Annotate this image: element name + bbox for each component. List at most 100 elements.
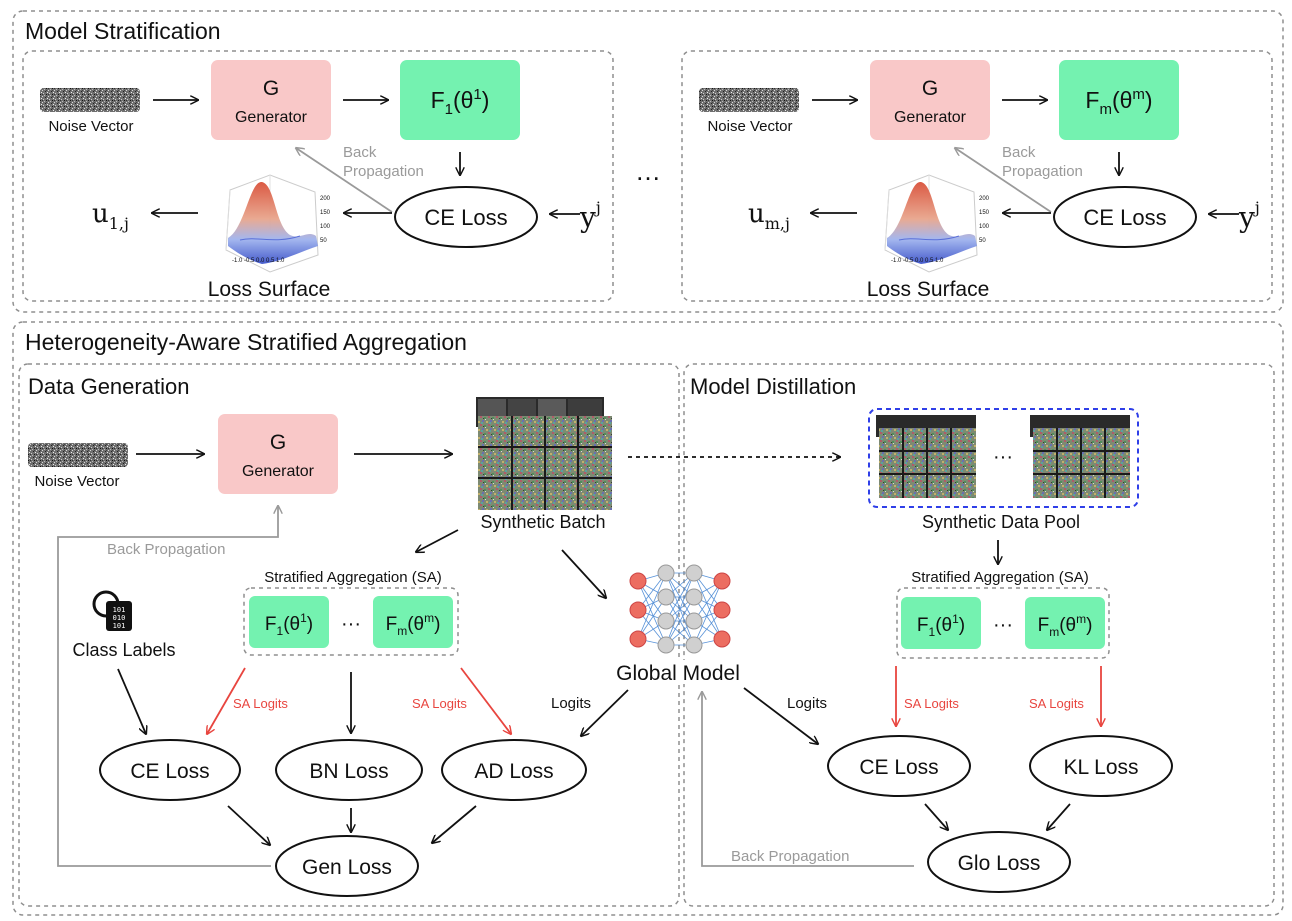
glo-loss-label: Glo Loss (958, 852, 1041, 875)
client-model-label: F1(θ1) (431, 86, 490, 118)
noise-vector-label: Noise Vector (34, 473, 119, 490)
generator-label: Generator (242, 463, 315, 480)
svg-text:010: 010 (113, 614, 126, 622)
data-generation-panel (18, 363, 680, 907)
generator-box (870, 60, 990, 140)
noise-vector-label: Noise Vector (707, 118, 792, 135)
ce-loss-node (394, 186, 538, 248)
model-distillation-title: Model Distillation (690, 374, 856, 399)
back-propagation-label: Back Propagation (107, 541, 225, 558)
pool-batch-image (1030, 415, 1130, 498)
arrow (227, 805, 270, 845)
svg-text:-1.0 -0.5 0.0 0.5 1.0: -1.0 -0.5 0.0 0.5 1.0 (232, 258, 285, 264)
loss-surface-plot: 200 150 100 50 -1.0 -0.5 0.0 0.5 1.0 (884, 174, 990, 273)
back-propagation-path (57, 506, 278, 867)
ce-loss-label: CE Loss (130, 760, 209, 783)
generator-label: Generator (235, 109, 308, 126)
label-u: um,j (748, 199, 790, 233)
ce-loss-node (1053, 186, 1197, 248)
client-model-box (1059, 60, 1179, 140)
aggregation-panel (12, 321, 1284, 916)
clients-ellipsis: … (635, 156, 661, 186)
ce-loss-label: CE Loss (1083, 205, 1166, 230)
sa-model-1-box (249, 596, 329, 648)
generator-box (211, 60, 331, 140)
kl-loss-label: KL Loss (1063, 756, 1138, 779)
model-distillation-panel (683, 363, 1275, 907)
svg-text:100: 100 (320, 224, 331, 230)
sa-model-m-label: Fm(θm) (1038, 612, 1093, 639)
svg-text:200: 200 (320, 196, 331, 202)
sa-logits-label: SA Logits (1029, 696, 1084, 711)
loss-surface-label: Loss Surface (208, 278, 331, 301)
sa-model-1-label: F1(θ1) (265, 611, 313, 638)
logits-label: Logits (551, 695, 591, 712)
back-propagation-label: Back (343, 144, 377, 161)
sa-model-m-box (1025, 597, 1105, 649)
sa-group (896, 587, 1110, 659)
generator-label: Generator (894, 109, 967, 126)
sa-model-1-label: F1(θ1) (917, 612, 965, 639)
sa-logits-label: SA Logits (233, 696, 288, 711)
arrow (924, 803, 948, 830)
sa-title: Stratified Aggregation (SA) (264, 569, 442, 586)
label-u: u1,j (92, 199, 129, 233)
svg-text:100: 100 (979, 224, 990, 230)
back-propagation-label: Propagation (343, 163, 424, 180)
sa-logits-arrow (207, 667, 246, 734)
sa-model-m-box (373, 596, 453, 648)
glo-loss-node (927, 831, 1071, 893)
gen-loss-label: Gen Loss (302, 856, 392, 879)
sa-logits-arrow (460, 667, 511, 734)
ad-loss-label: AD Loss (474, 760, 553, 783)
back-propagation-path (702, 692, 914, 867)
svg-text:101: 101 (113, 606, 126, 614)
model-stratification-panel (12, 10, 1284, 313)
model-stratification-title: Model Stratification (25, 18, 221, 44)
arrow (432, 805, 477, 843)
client-model-label: Fm(θm) (1085, 86, 1152, 118)
synthetic-batch-image (476, 397, 612, 510)
gen-loss-node (275, 835, 419, 897)
logits-label: Logits (787, 695, 827, 712)
ce-loss-node (827, 735, 971, 797)
sa-dots: ··· (993, 614, 1013, 636)
ce-loss-label: CE Loss (424, 205, 507, 230)
noise-vector-image (40, 88, 140, 112)
arrow (581, 689, 629, 736)
arrow (743, 687, 818, 744)
sa-logits-label: SA Logits (412, 696, 467, 711)
ad-loss-node (441, 739, 587, 801)
back-propagation-label: Back Propagation (731, 848, 849, 865)
generator-box (218, 414, 338, 494)
ce-loss-node (99, 739, 241, 801)
global-model-label: Global Model (616, 662, 740, 685)
class-labels-label: Class Labels (72, 640, 175, 660)
synthetic-data-pool-label: Synthetic Data Pool (922, 512, 1080, 532)
kl-loss-node (1029, 735, 1173, 797)
arrow (416, 529, 459, 552)
svg-text:150: 150 (979, 210, 990, 216)
svg-text:200: 200 (979, 196, 990, 202)
generator-letter: G (922, 77, 938, 100)
class-labels-icon: 101 010 101 (92, 590, 132, 631)
back-propagation-arrow (955, 148, 1052, 213)
bn-loss-label: BN Loss (309, 760, 388, 783)
client-model-box (400, 60, 520, 140)
svg-text:-1.0 -0.5 0.0 0.5 1.0: -1.0 -0.5 0.0 0.5 1.0 (891, 258, 944, 264)
ce-loss-label: CE Loss (859, 756, 938, 779)
global-model-network (629, 564, 731, 654)
arrow (561, 549, 606, 598)
noise-vector-image (28, 443, 128, 467)
sa-dots: ··· (341, 613, 361, 635)
aggregation-title: Heterogeneity-Aware Stratified Aggregati… (25, 329, 467, 355)
sa-logits-label: SA Logits (904, 696, 959, 711)
svg-text:150: 150 (320, 210, 331, 216)
pool-batch-image (876, 415, 976, 498)
data-generation-title: Data Generation (28, 374, 189, 399)
back-propagation-label: Back (1002, 144, 1036, 161)
noise-vector-image (699, 88, 799, 112)
back-propagation-label: Propagation (1002, 163, 1083, 180)
sa-group (243, 587, 459, 656)
